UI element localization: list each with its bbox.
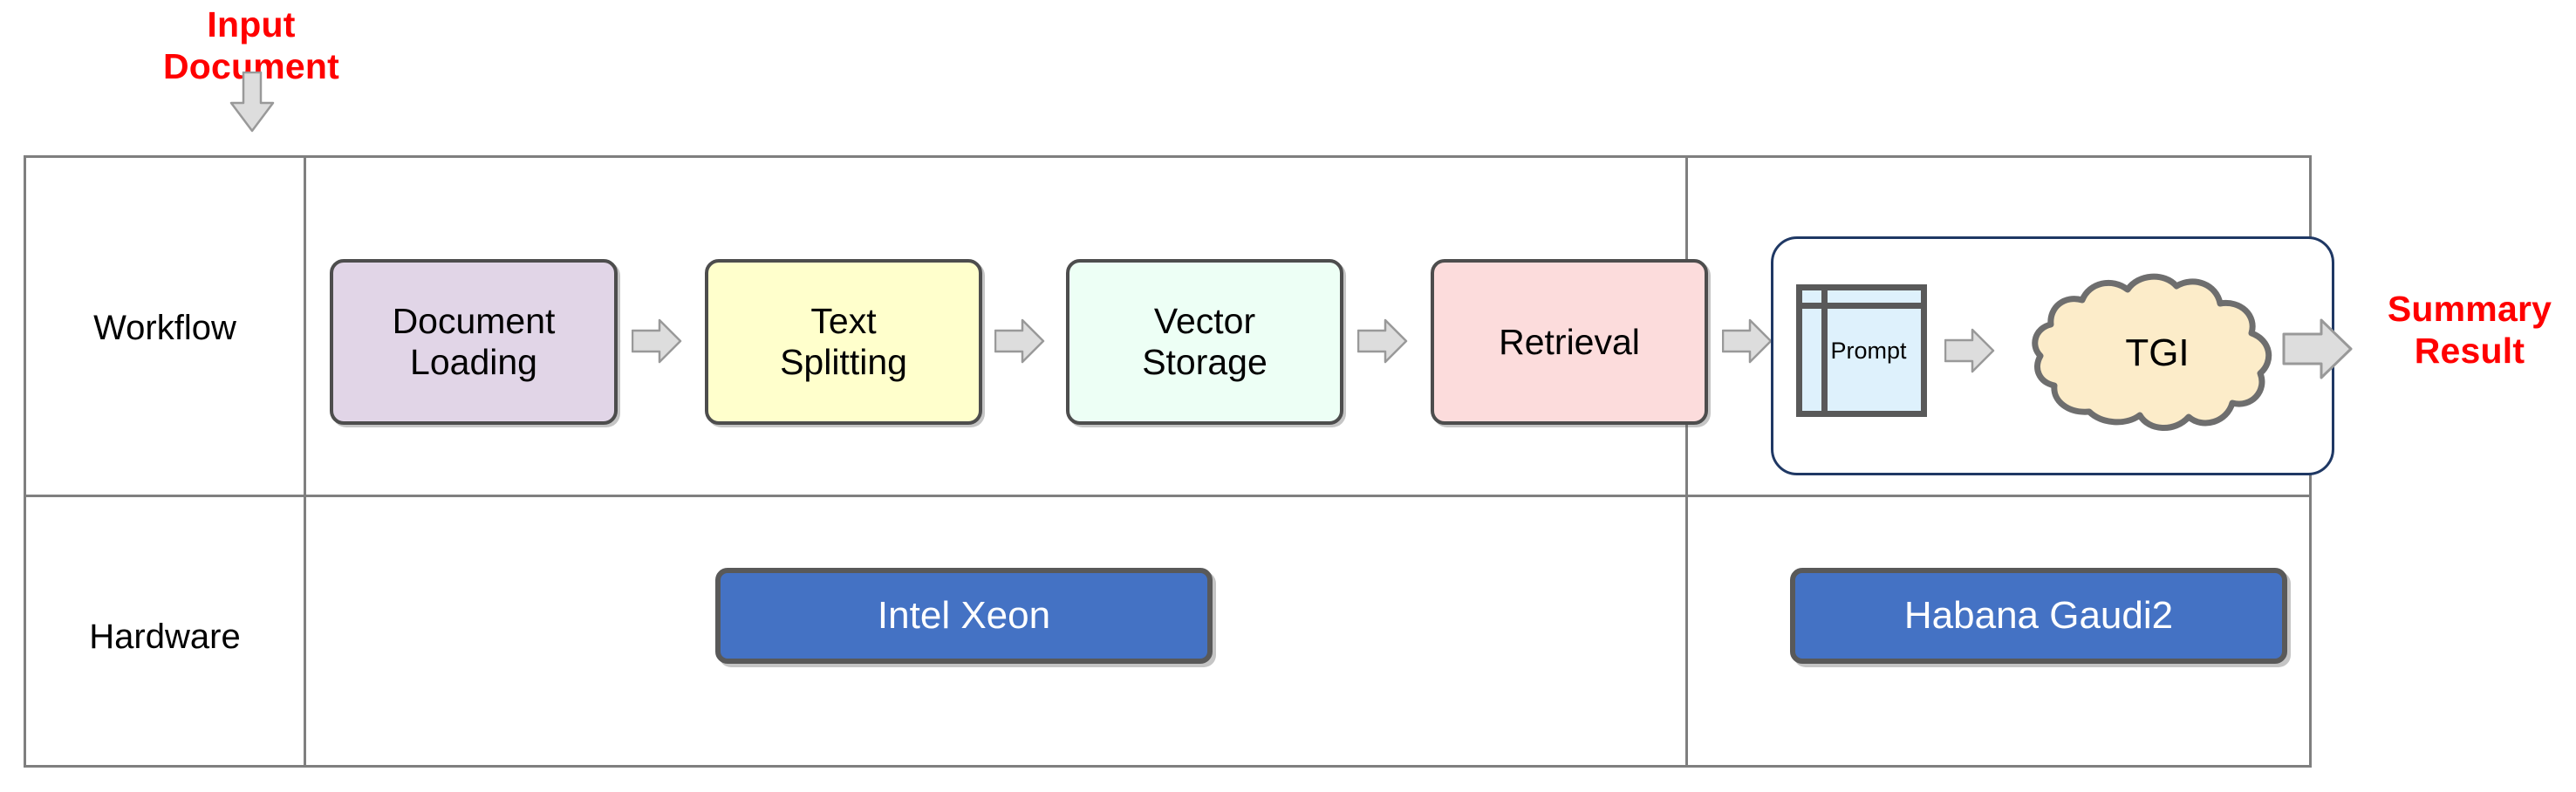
table-vertical-divider-1 bbox=[304, 158, 306, 765]
flow-arrow-3-icon bbox=[1357, 318, 1408, 364]
input-document-callout: Input Document bbox=[138, 3, 365, 88]
input-document-line1: Input bbox=[207, 4, 296, 44]
stage-vector-storage[interactable]: Vector Storage bbox=[1066, 259, 1343, 425]
row-label-hardware: Hardware bbox=[89, 618, 241, 656]
flow-arrow-1-icon bbox=[632, 318, 682, 364]
flow-arrow-4-icon bbox=[1722, 318, 1773, 364]
prompt-icon-column-divider bbox=[1821, 290, 1828, 411]
cloud-shape-icon bbox=[2032, 273, 2272, 431]
stage-text-splitting[interactable]: Text Splitting bbox=[705, 259, 982, 425]
hardware-habana-gaudi2[interactable]: Habana Gaudi2 bbox=[1790, 568, 2287, 664]
tgi-label: TGI bbox=[2125, 331, 2190, 374]
flow-arrow-prompt-to-tgi-icon bbox=[1944, 328, 1995, 373]
hardware-intel-xeon-label: Intel Xeon bbox=[877, 594, 1051, 637]
stage-text-splitting-line2: Splitting bbox=[780, 342, 907, 382]
stage-retrieval-label: Retrieval bbox=[1499, 321, 1640, 362]
table-vertical-divider-2 bbox=[1685, 158, 1688, 765]
llm-inference-group: Prompt TGI bbox=[1771, 236, 2334, 475]
flow-arrow-2-icon bbox=[994, 318, 1045, 364]
prompt-icon-header-divider bbox=[1802, 303, 1921, 309]
stage-document-loading[interactable]: Document Loading bbox=[330, 259, 618, 425]
summary-result-callout: Summary Result bbox=[2361, 288, 2576, 372]
tgi-cloud[interactable]: TGI bbox=[2026, 270, 2288, 436]
stage-vector-storage-line2: Storage bbox=[1142, 342, 1268, 382]
stage-retrieval[interactable]: Retrieval bbox=[1431, 259, 1708, 425]
table-horizontal-divider bbox=[26, 495, 2309, 497]
row-label-workflow: Workflow bbox=[93, 309, 236, 347]
summary-result-line1: Summary bbox=[2387, 289, 2552, 329]
input-arrow-down-icon bbox=[229, 72, 275, 133]
lane-table: Workflow Hardware Document Loading Text … bbox=[24, 155, 2334, 768]
prompt-icon[interactable]: Prompt bbox=[1796, 284, 1927, 417]
stage-document-loading-line2: Loading bbox=[410, 342, 537, 382]
output-arrow-icon bbox=[2282, 318, 2353, 379]
summary-result-line2: Result bbox=[2414, 331, 2525, 372]
prompt-label: Prompt bbox=[1830, 337, 1907, 364]
stage-vector-storage-line1: Vector bbox=[1153, 301, 1256, 342]
hardware-intel-xeon[interactable]: Intel Xeon bbox=[715, 568, 1213, 664]
stage-text-splitting-line1: Text bbox=[810, 301, 877, 342]
stage-document-loading-line1: Document bbox=[392, 301, 556, 342]
hardware-habana-gaudi2-label: Habana Gaudi2 bbox=[1903, 594, 2174, 637]
